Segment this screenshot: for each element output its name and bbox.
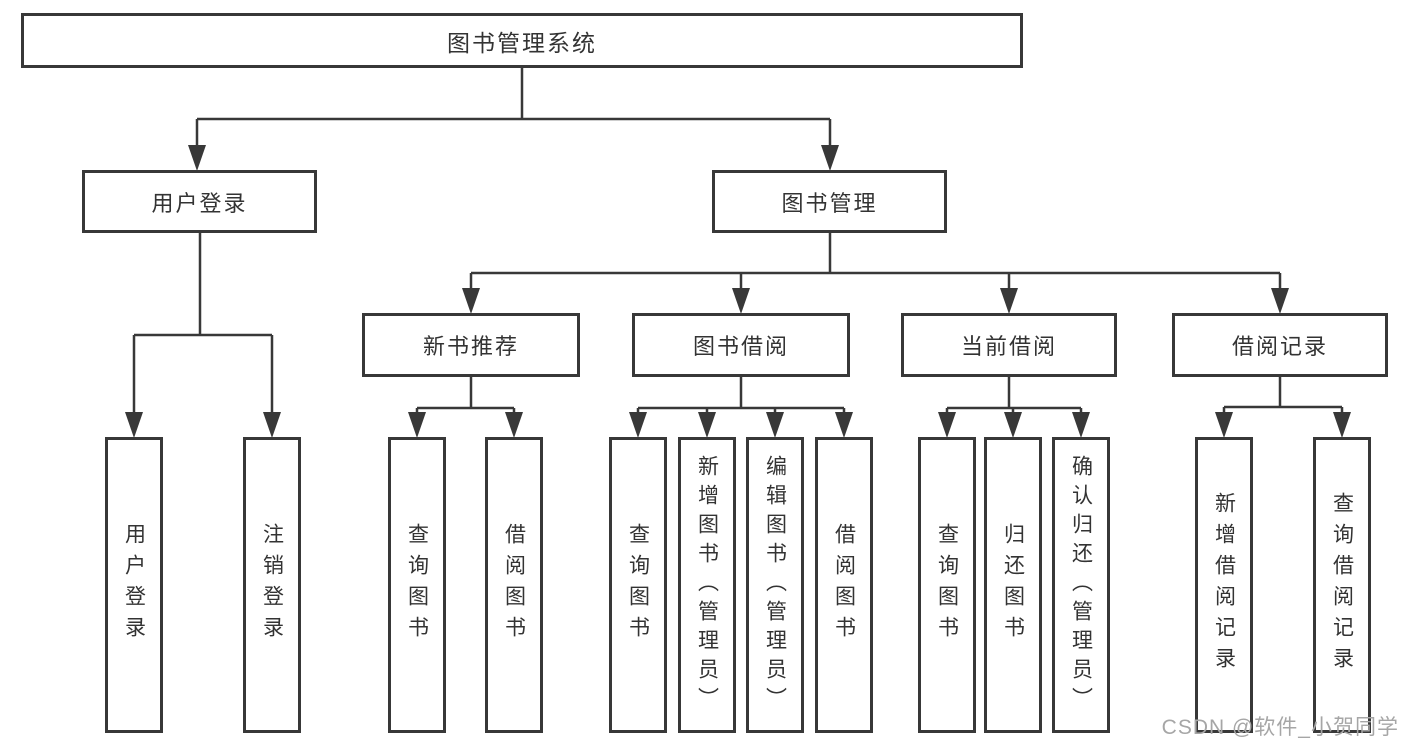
node-label: 用户登录	[151, 190, 248, 216]
node-borrow-records: 借阅记录	[1172, 313, 1388, 377]
node-leaf-edit-books-admin: 编辑图书（管理员）	[746, 437, 804, 733]
csdn-watermark: CSDN @软件_小贺同学	[1161, 716, 1399, 739]
node-leaf-query-books-borrow: 查询图书	[609, 437, 667, 733]
node-user-login: 用户登录	[82, 170, 317, 233]
node-book-management: 图书管理	[712, 170, 947, 233]
node-label: 查询图书	[626, 523, 650, 647]
node-label: 新书推荐	[422, 334, 519, 359]
node-label: 查询图书	[935, 523, 959, 647]
node-label: 用户登录	[122, 523, 146, 647]
node-label: 借阅图书	[502, 523, 526, 647]
node-label: 归还图书	[1001, 523, 1025, 647]
node-label: 图书管理系统	[447, 29, 597, 56]
node-leaf-borrow-books-recommend: 借阅图书	[485, 437, 543, 733]
node-label: 借阅记录	[1231, 334, 1328, 359]
node-current-borrow: 当前借阅	[901, 313, 1117, 377]
node-label: 查询借阅记录	[1330, 492, 1354, 678]
node-leaf-return-books: 归还图书	[984, 437, 1042, 733]
node-leaf-query-books-current: 查询图书	[918, 437, 976, 733]
node-library-management-system: 图书管理系统	[21, 13, 1023, 68]
node-new-book-recommend: 新书推荐	[362, 313, 580, 377]
node-leaf-add-books-admin: 新增图书（管理员）	[678, 437, 736, 733]
node-leaf-logout: 注销登录	[243, 437, 301, 733]
node-label: 当前借阅	[960, 334, 1057, 359]
node-label: 图书管理	[781, 190, 878, 216]
node-label: 查询图书	[405, 523, 429, 647]
node-label: 新增借阅记录	[1212, 492, 1236, 678]
node-leaf-user-login: 用户登录	[105, 437, 163, 733]
node-label: 新增图书（管理员）	[695, 454, 719, 716]
node-label: 借阅图书	[832, 523, 856, 647]
node-book-borrow: 图书借阅	[632, 313, 850, 377]
node-label: 编辑图书（管理员）	[763, 454, 787, 716]
node-label: 确认归还（管理员）	[1069, 454, 1093, 716]
node-leaf-confirm-return-admin: 确认归还（管理员）	[1052, 437, 1110, 733]
node-leaf-add-borrow-record: 新增借阅记录	[1195, 437, 1253, 733]
node-leaf-borrow-books: 借阅图书	[815, 437, 873, 733]
node-label: 注销登录	[260, 523, 284, 647]
node-label: 图书借阅	[692, 334, 789, 359]
node-leaf-query-borrow-record: 查询借阅记录	[1313, 437, 1371, 733]
node-leaf-query-books-recommend: 查询图书	[388, 437, 446, 733]
